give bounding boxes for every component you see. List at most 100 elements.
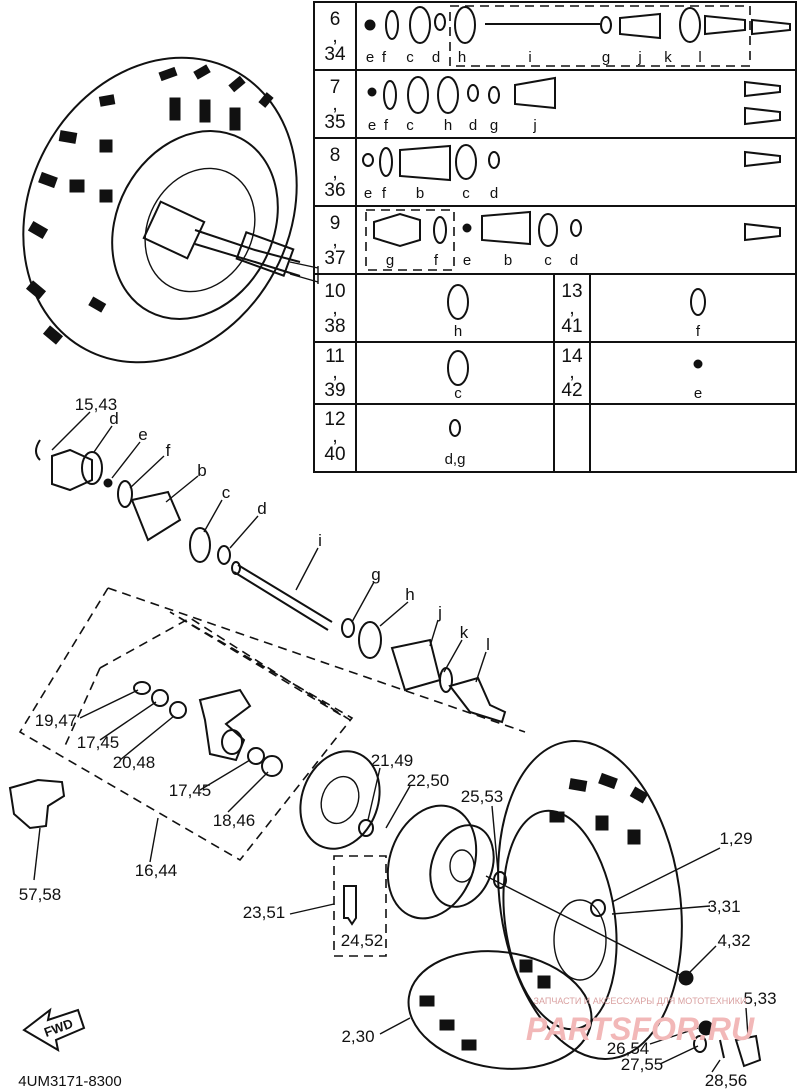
part-label: c <box>454 385 462 402</box>
callout-c: c <box>222 483 231 502</box>
part-label: e <box>694 385 702 402</box>
part-label: c <box>406 49 414 66</box>
callout-d: d <box>257 499 266 518</box>
callout-e: e <box>138 425 147 444</box>
callout-23-51: 23,51 <box>243 903 286 922</box>
table-row-8-36: 8 , 36 <box>324 145 345 201</box>
row-ref-bottom: 40 <box>324 444 345 465</box>
part-label: f <box>384 117 389 134</box>
row-ref-bottom: 39 <box>324 380 345 401</box>
table-row-7-35: 7 , 35 <box>324 77 345 133</box>
part-label: d <box>490 185 498 202</box>
part-label: e <box>463 252 471 269</box>
callout-28-56: 28,56 <box>705 1071 748 1090</box>
part-label: d <box>469 117 477 134</box>
part-label: c <box>462 185 470 202</box>
part-label: e <box>368 117 376 134</box>
part-label: f <box>382 49 387 66</box>
row-ref2-top: 14 <box>561 346 583 367</box>
row-ref-top: 11 <box>325 346 345 367</box>
callout-27-55: 27,55 <box>621 1055 664 1074</box>
callout-3-31: 3,31 <box>707 897 740 916</box>
row-ref-bottom: 35 <box>324 112 345 133</box>
part-label: h <box>444 117 452 134</box>
part-label: c <box>544 252 552 269</box>
table-row-12-40: 12 , 40 <box>324 409 345 465</box>
table-row-9-37: 9 , 37 <box>324 213 345 269</box>
callout-19-47: 19,47 <box>35 711 78 730</box>
row-ref2-comma: , <box>569 362 574 383</box>
knuckle-group: 19,47 17,45 20,48 17,45 18,46 16,44 <box>18 587 526 880</box>
callout-20-48: 20,48 <box>113 753 156 772</box>
row-ref-top: 8 <box>330 145 341 166</box>
callout-26-54: 26,54 <box>607 1039 650 1058</box>
row-ref-top: 7 <box>330 77 341 98</box>
callout-18-46: 18,46 <box>213 811 256 830</box>
boot-57-58: 57,58 <box>8 778 66 904</box>
part-label: g <box>490 117 498 134</box>
part-label: h <box>458 49 466 66</box>
part-label: f <box>696 323 701 340</box>
row-10-38-parts: h f <box>447 284 706 340</box>
row-ref-top: 6 <box>330 9 341 30</box>
row-ref-comma: , <box>332 362 337 383</box>
callout-j: j <box>437 603 442 622</box>
callout-5-33: 5,33 <box>743 989 776 1008</box>
exploded-axle: 15,43 d e f b c d i g h j k l <box>35 395 507 724</box>
row-ref-comma: , <box>332 298 337 319</box>
callout-1-29: 1,29 <box>719 829 752 848</box>
row-ref2-comma: , <box>569 298 574 319</box>
row-ref2-bottom: 42 <box>561 380 582 401</box>
callout-15-43: 15,43 <box>75 395 118 414</box>
callout-b: b <box>197 461 206 480</box>
top-wheel-illustration <box>22 56 319 364</box>
part-label: l <box>698 49 701 66</box>
callout-17-45: 17,45 <box>77 733 120 752</box>
part-label: j <box>532 117 536 134</box>
callout-16-44: 16,44 <box>135 861 178 880</box>
tread-blocks-bottom <box>419 772 649 1051</box>
row-ref-comma: , <box>332 426 337 447</box>
row-ref2-top: 13 <box>561 281 582 302</box>
row-6-34-parts: e f c d h i g j k l <box>364 5 791 67</box>
row-ref2-bottom: 41 <box>561 316 582 337</box>
part-label: b <box>416 185 424 202</box>
table-row-6-34: 6 , 34 <box>324 9 346 65</box>
row-ref-top: 12 <box>324 409 345 430</box>
row-8-36-parts: e f b c d <box>362 144 781 202</box>
callout-22-50: 22,50 <box>407 771 450 790</box>
part-label: g <box>602 49 610 66</box>
row-11-39-parts: c e <box>447 350 703 402</box>
row-12-40-parts: d,g <box>445 419 465 468</box>
part-label: j <box>637 49 641 66</box>
tread-blocks-top <box>25 64 274 345</box>
callout-21-49: 21,49 <box>371 751 414 770</box>
part-label: d <box>570 252 578 269</box>
callout-h: h <box>405 585 414 604</box>
row-7-35-parts: e f c h d g j <box>367 76 781 134</box>
part-label: e <box>366 49 374 66</box>
part-label: e <box>364 185 372 202</box>
part-number: 4UM3171-8300 <box>18 1073 121 1090</box>
part-label: b <box>504 252 512 269</box>
callout-17-45: 17,45 <box>169 781 212 800</box>
table-row-11-39: 11 , 39 14 , 42 <box>324 346 583 401</box>
part-label: h <box>454 323 462 340</box>
row-ref-comma: , <box>332 26 337 47</box>
row-ref-bottom: 37 <box>324 248 345 269</box>
row-ref-bottom: 34 <box>324 44 346 65</box>
watermark-tagline: ЗАПЧАСТИ И АКСЕССУАРЫ ДЛЯ МОТОТЕХНИКИ <box>534 996 747 1006</box>
row-ref-comma: , <box>332 162 337 183</box>
row-ref-comma: , <box>332 230 337 251</box>
table-row-10-38: 10 , 38 13 , 41 <box>324 281 582 337</box>
part-label: d <box>432 49 440 66</box>
part-label: i <box>528 49 531 66</box>
part-label: c <box>406 117 414 134</box>
row-ref-bottom: 36 <box>324 180 345 201</box>
callout-f: f <box>166 441 171 460</box>
brake-disc-hub: 21,49 22,50 25,53 23,51 24,52 <box>243 750 691 981</box>
callout-l: l <box>486 635 490 654</box>
callout-24-52: 24,52 <box>341 931 384 950</box>
watermark-logo: PARTSFOR.RU ЗАПЧАСТИ И АКСЕССУАРЫ ДЛЯ МО… <box>526 996 755 1047</box>
